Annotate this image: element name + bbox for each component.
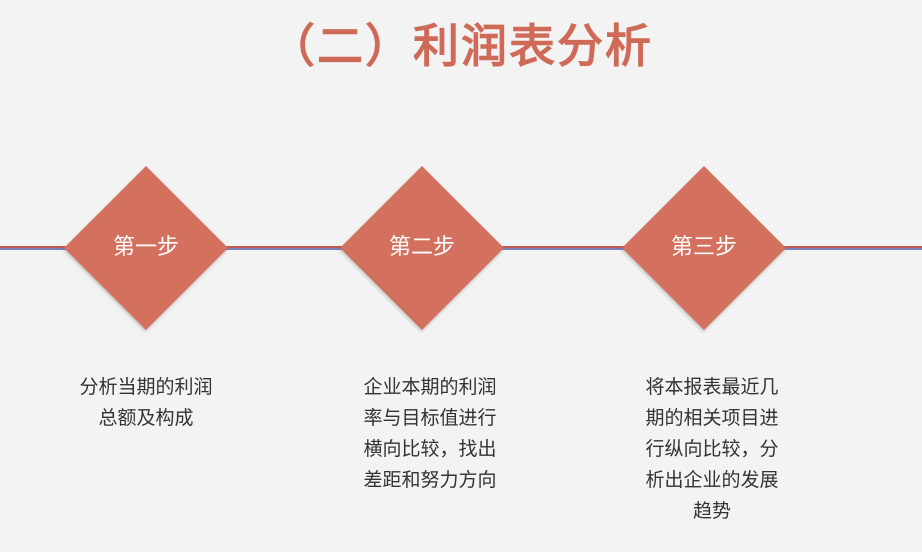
step-3-description-line: 析出企业的发展 <box>645 469 779 491</box>
step-3-description: 将本报表最近几 期的相关项目进 行纵向比较，分 析出企业的发展 趋势 <box>612 372 812 527</box>
step-1-description: 分析当期的利润 总额及构成 <box>46 372 246 434</box>
step-1-label: 第一步 <box>112 235 179 260</box>
step-2-description: 企业本期的利润 率与目标值进行 横向比较，找出 差距和努力方向 <box>330 372 530 496</box>
step-2-description-line: 率与目标值进行 <box>363 407 497 429</box>
page-title: （二）利润表分析 <box>269 19 653 73</box>
step-2-description-line: 差距和努力方向 <box>363 469 497 491</box>
step-3-description-line: 期的相关项目进 <box>645 407 779 429</box>
step-1-description-line: 分析当期的利润 <box>79 376 213 398</box>
step-3-label: 第三步 <box>670 235 737 260</box>
step-2-label: 第二步 <box>388 235 455 260</box>
step-2-description-line: 企业本期的利润 <box>363 376 497 398</box>
step-2-description-line: 横向比较，找出 <box>363 438 497 460</box>
step-3-description-line: 将本报表最近几 <box>645 376 779 398</box>
step-3-description-line: 趋势 <box>692 500 731 522</box>
step-1-description-line: 总额及构成 <box>98 407 194 429</box>
step-3-description-line: 行纵向比较，分 <box>645 438 779 460</box>
